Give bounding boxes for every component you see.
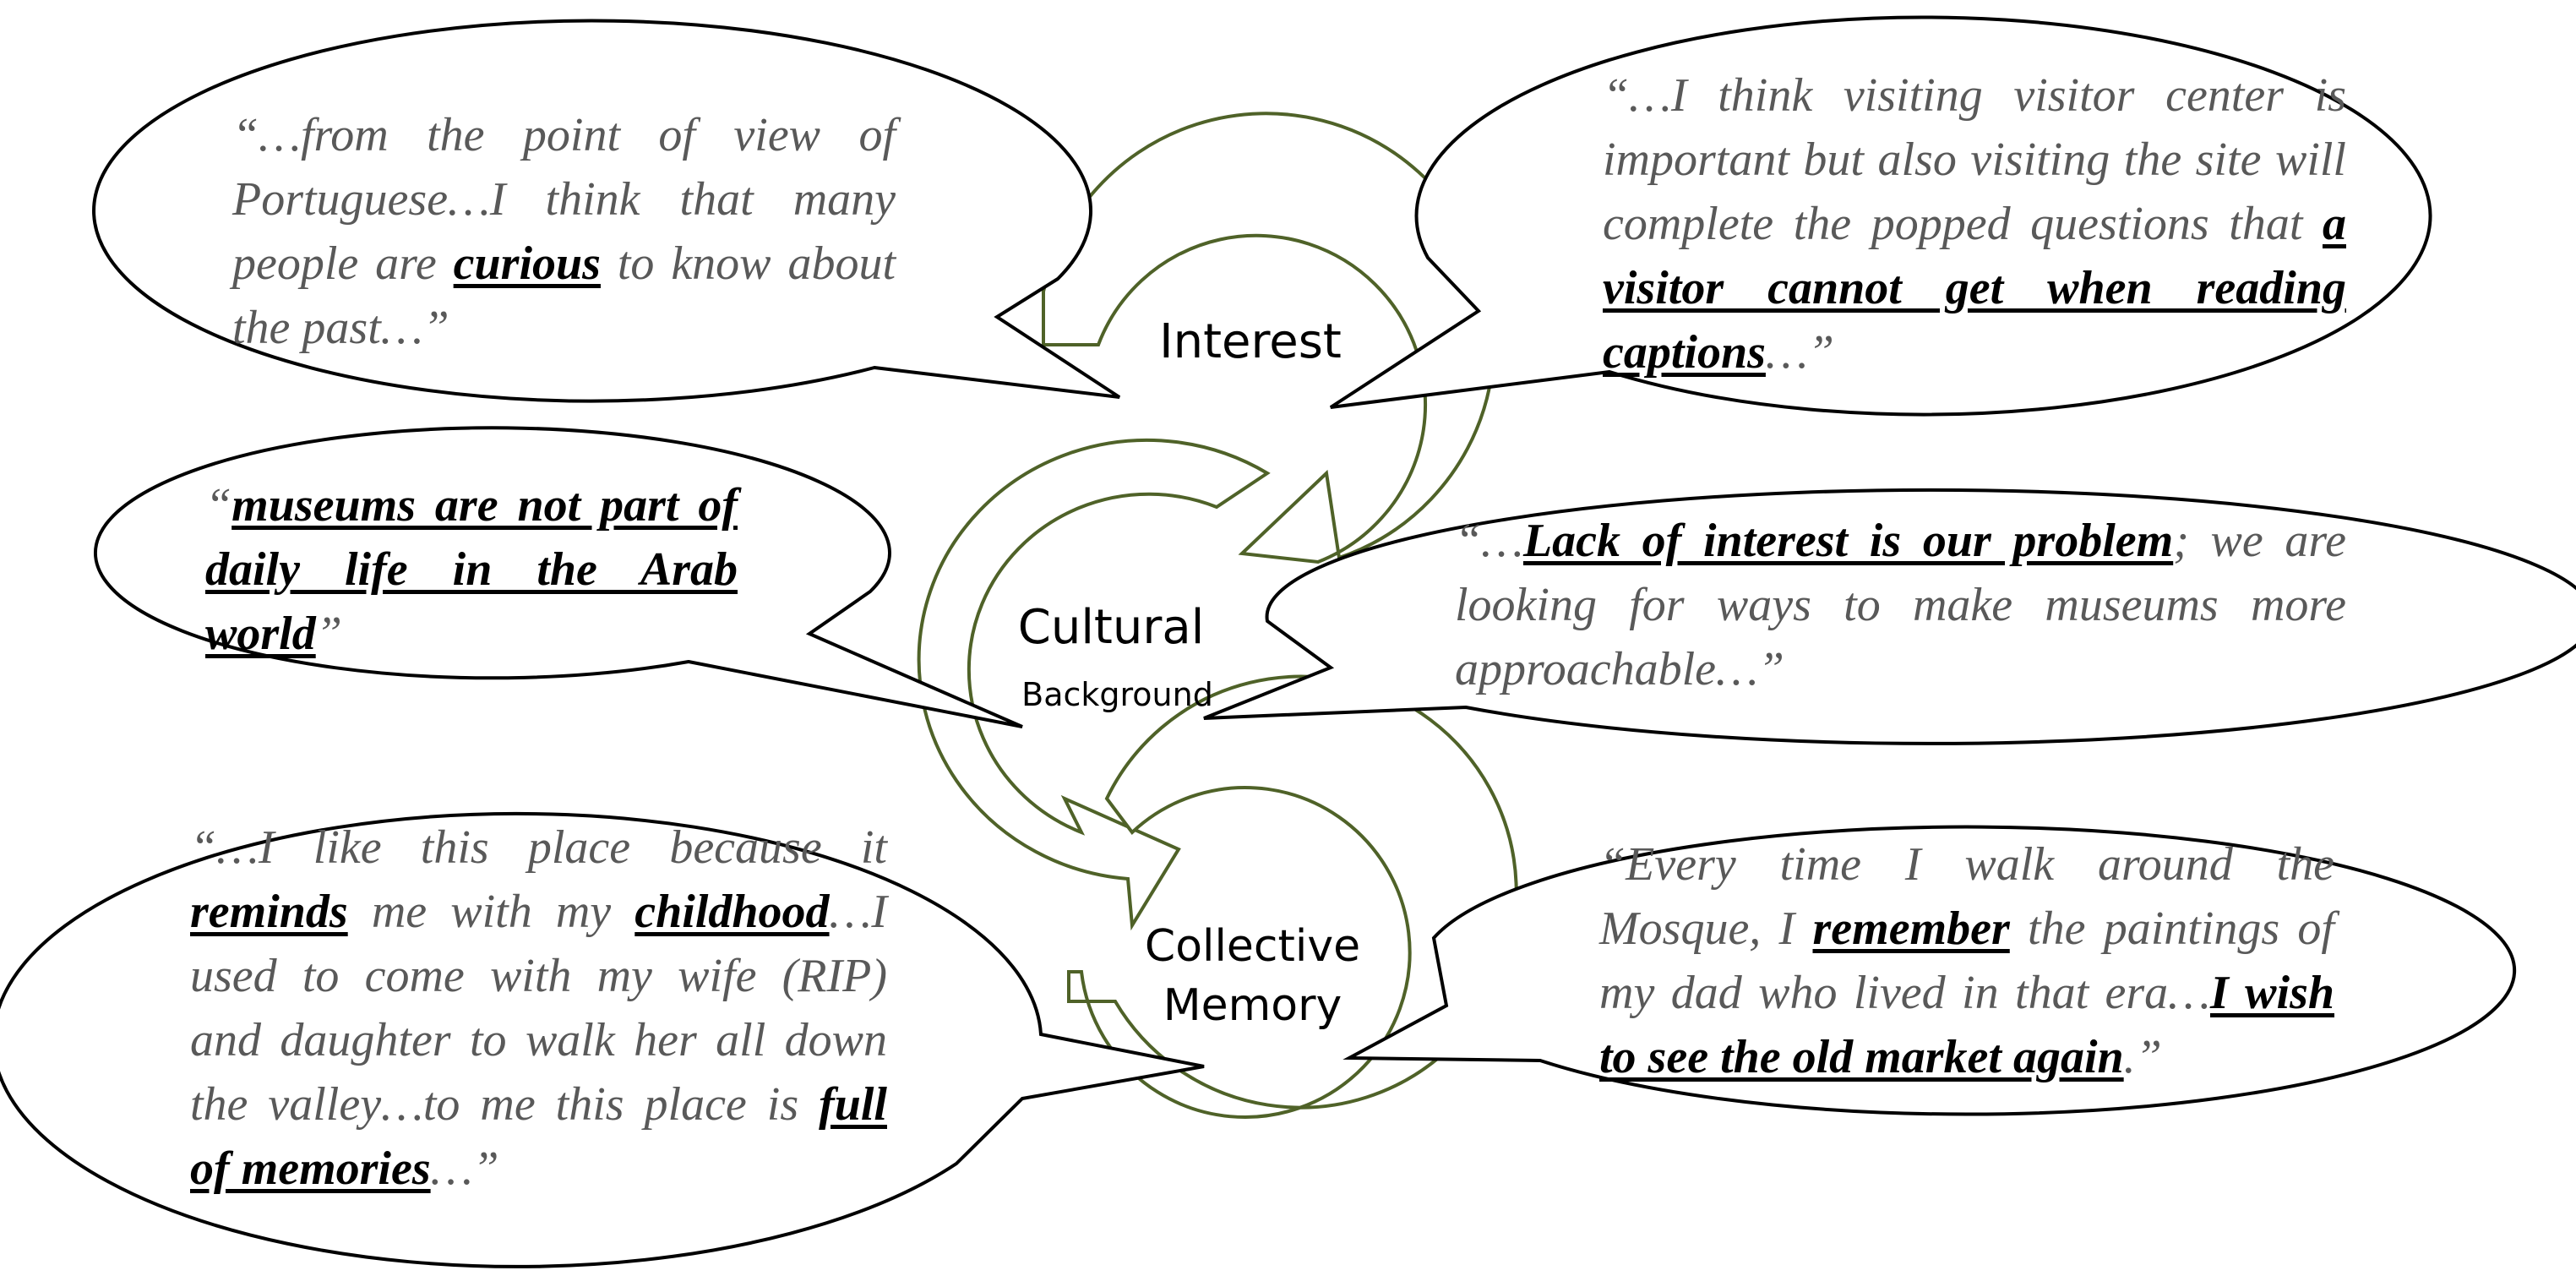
label-memory: Memory — [1163, 980, 1342, 1031]
keyword-old-market: I wish to see the old market again — [1599, 967, 2335, 1083]
label-interest: Interest — [1159, 314, 1342, 369]
quote-4: “…Lack of interest is our problem; we ar… — [1455, 515, 2346, 695]
keyword-visitor-captions: a visitor cannot get when reading captio… — [1603, 198, 2346, 379]
speech-bubble-5 — [0, 811, 1205, 1268]
label-cultural: Cultural — [1017, 600, 1205, 655]
label-background: Background — [1021, 676, 1213, 713]
interest-cycle-arrow — [1042, 112, 1496, 564]
quote-1: “…from the point of view of Portuguese…I… — [232, 109, 896, 354]
speech-bubble-6 — [1342, 825, 2517, 1116]
label-collective: Collective — [1144, 921, 1361, 972]
quote-3: “museums are not part of daily life in t… — [205, 479, 738, 660]
speech-bubble-3 — [94, 426, 1023, 728]
quote-6: “Every time I walk around the Mosque, I … — [1599, 838, 2335, 1083]
keyword-museums-not-daily-life: museums are not part of daily life in th… — [205, 479, 738, 660]
keyword-curious: curious — [453, 237, 601, 290]
keyword-reminds: reminds — [190, 886, 348, 938]
quote-2: “…I think visiting visitor center is imp… — [1603, 69, 2346, 379]
keyword-remember: remember — [1812, 902, 2010, 955]
keyword-lack-of-interest: Lack of interest is our problem — [1522, 515, 2174, 567]
speech-bubble-2 — [1329, 15, 2432, 417]
speech-bubble-4 — [1203, 488, 2576, 745]
quote-5: “…I like this place because it reminds m… — [190, 821, 887, 1195]
keyword-childhood: childhood — [634, 886, 830, 938]
speech-bubble-1 — [92, 19, 1121, 403]
keyword-full-of-memories: full of memories — [190, 1078, 887, 1195]
cultural-background-cycle-arrow — [917, 438, 1271, 931]
